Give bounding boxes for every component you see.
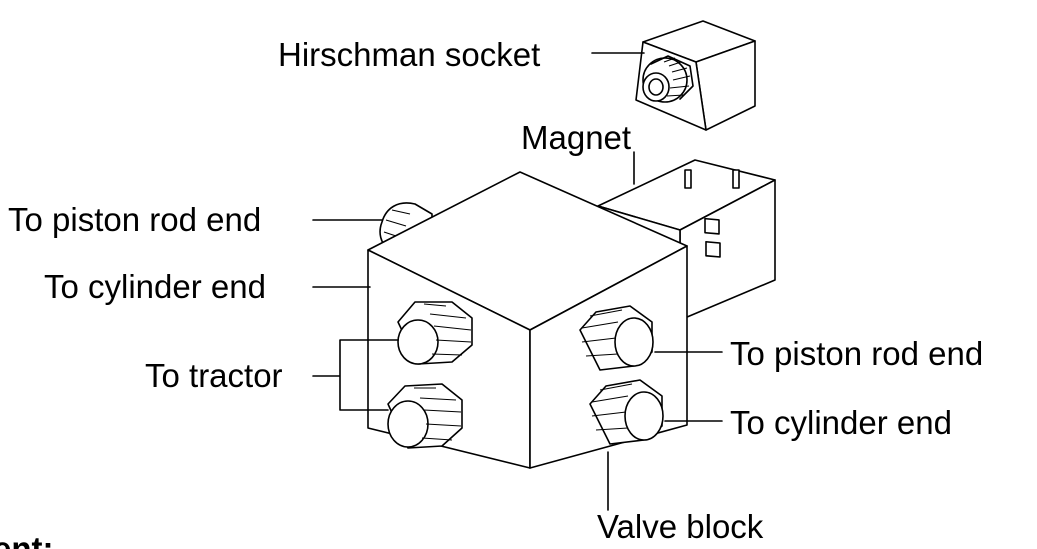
leader-lines	[312, 52, 723, 511]
port-cylinder-end-right	[589, 379, 664, 445]
label-piston-rod-end-right: To piston rod end	[730, 335, 983, 372]
label-cylinder-end-right: To cylinder end	[730, 404, 952, 441]
label-cylinder-end-left: To cylinder end	[44, 268, 266, 305]
port-piston-rod-end-right	[579, 305, 654, 371]
label-hirschman-socket: Hirschman socket	[278, 36, 540, 73]
label-magnet: Magnet	[521, 119, 631, 156]
label-piston-rod-end-left: To piston rod end	[8, 201, 261, 238]
port-tractor-upper	[397, 301, 473, 365]
port-tractor-lower	[387, 383, 463, 449]
label-valve-block: Valve block	[597, 508, 764, 545]
socket-plug	[642, 55, 694, 103]
leader-to-tractor	[312, 339, 399, 411]
label-to-tractor: To tractor	[145, 357, 283, 394]
cutoff-heading: tent:	[0, 530, 53, 549]
hirschman-socket-drawing	[635, 20, 756, 131]
